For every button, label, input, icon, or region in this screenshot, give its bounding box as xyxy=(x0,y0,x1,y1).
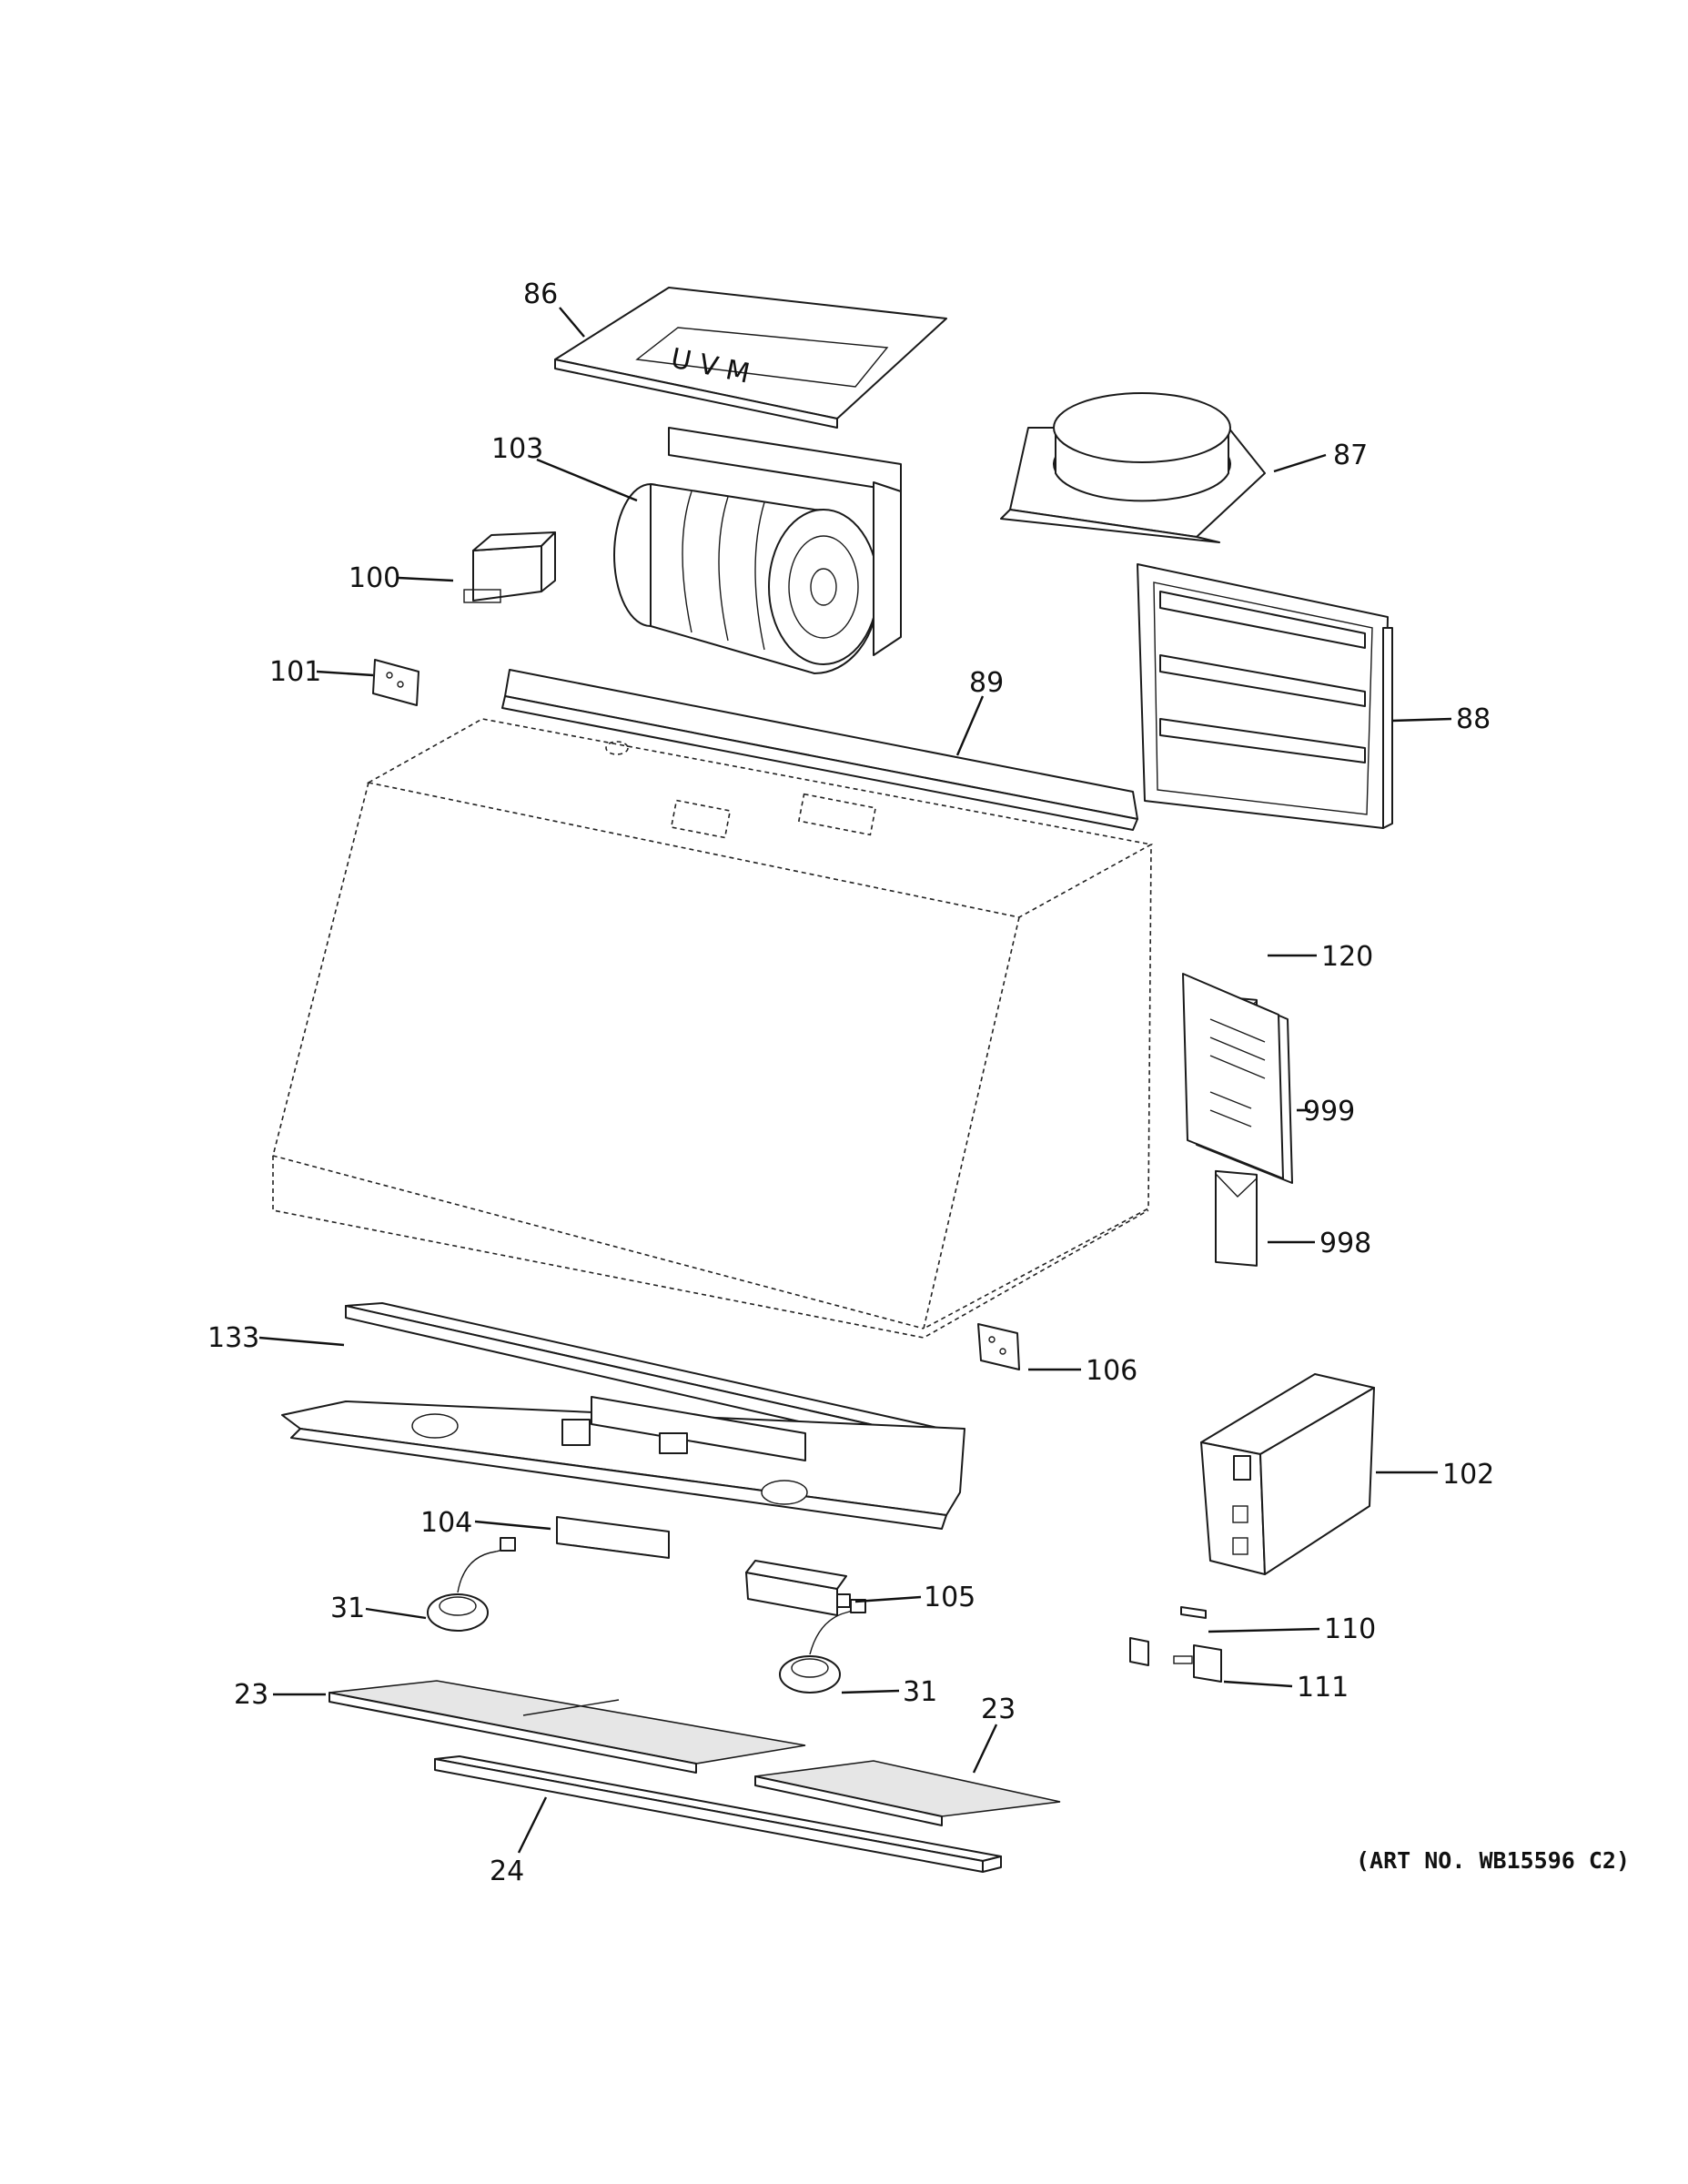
part-133-light-panel xyxy=(281,1302,965,1530)
part-998-envelope xyxy=(1215,1169,1258,1267)
callout-999: 999 xyxy=(1303,1096,1355,1127)
callout-120: 120 xyxy=(1321,941,1373,973)
hood-body xyxy=(272,718,1154,1339)
callout-998: 998 xyxy=(1319,1228,1371,1259)
part-101-board xyxy=(372,659,419,706)
part-105-driver xyxy=(745,1560,851,1616)
part-89-mounting-rail xyxy=(501,669,1138,831)
part-102-junction-box xyxy=(1200,1373,1375,1575)
callout-31-left: 31 xyxy=(330,1592,365,1624)
callout-100: 100 xyxy=(349,562,400,594)
callout-87: 87 xyxy=(1333,440,1368,471)
callout-86: 86 xyxy=(523,278,558,310)
part-999-manual xyxy=(1182,973,1293,1184)
part-111-switch xyxy=(1129,1637,1222,1683)
part-23-filter-right xyxy=(754,1760,1061,1826)
part-103-blower xyxy=(613,427,902,674)
callout-133: 133 xyxy=(207,1322,259,1354)
callout-104: 104 xyxy=(420,1507,472,1539)
callout-103: 103 xyxy=(491,433,543,465)
part-100-control-module xyxy=(463,531,556,603)
part-88-damper-frame xyxy=(1137,563,1393,829)
part-31-light-left xyxy=(427,1537,516,1632)
leader-lines xyxy=(258,307,1452,1854)
part-23-filter-left xyxy=(329,1680,806,1774)
callout-89: 89 xyxy=(969,667,1004,699)
callout-102: 102 xyxy=(1442,1459,1494,1491)
callout-labels: 86 87 103 100 101 89 88 120 999 998 133 … xyxy=(207,278,1494,1887)
part-106-board xyxy=(977,1323,1020,1370)
callout-110: 110 xyxy=(1324,1613,1376,1645)
callout-106: 106 xyxy=(1086,1355,1137,1387)
callout-88: 88 xyxy=(1456,703,1491,735)
callout-23-right: 23 xyxy=(981,1694,1016,1725)
callout-111: 111 xyxy=(1297,1672,1349,1704)
art-number: (ART NO. WB15596 C2) xyxy=(1356,1847,1630,1874)
callout-101: 101 xyxy=(269,656,321,688)
callout-31-right: 31 xyxy=(903,1676,937,1708)
part-86-top-cover-plate: U V M xyxy=(554,287,947,429)
part-110-switch-part xyxy=(1180,1606,1207,1619)
callout-23-left: 23 xyxy=(234,1679,268,1711)
callout-24: 24 xyxy=(490,1855,524,1887)
part-104-led-bar xyxy=(556,1516,670,1559)
callout-105: 105 xyxy=(924,1582,975,1613)
part-24-trim-strip xyxy=(434,1755,1002,1873)
part-31-light-right xyxy=(779,1599,866,1694)
part-87-duct-collar xyxy=(1000,392,1266,543)
